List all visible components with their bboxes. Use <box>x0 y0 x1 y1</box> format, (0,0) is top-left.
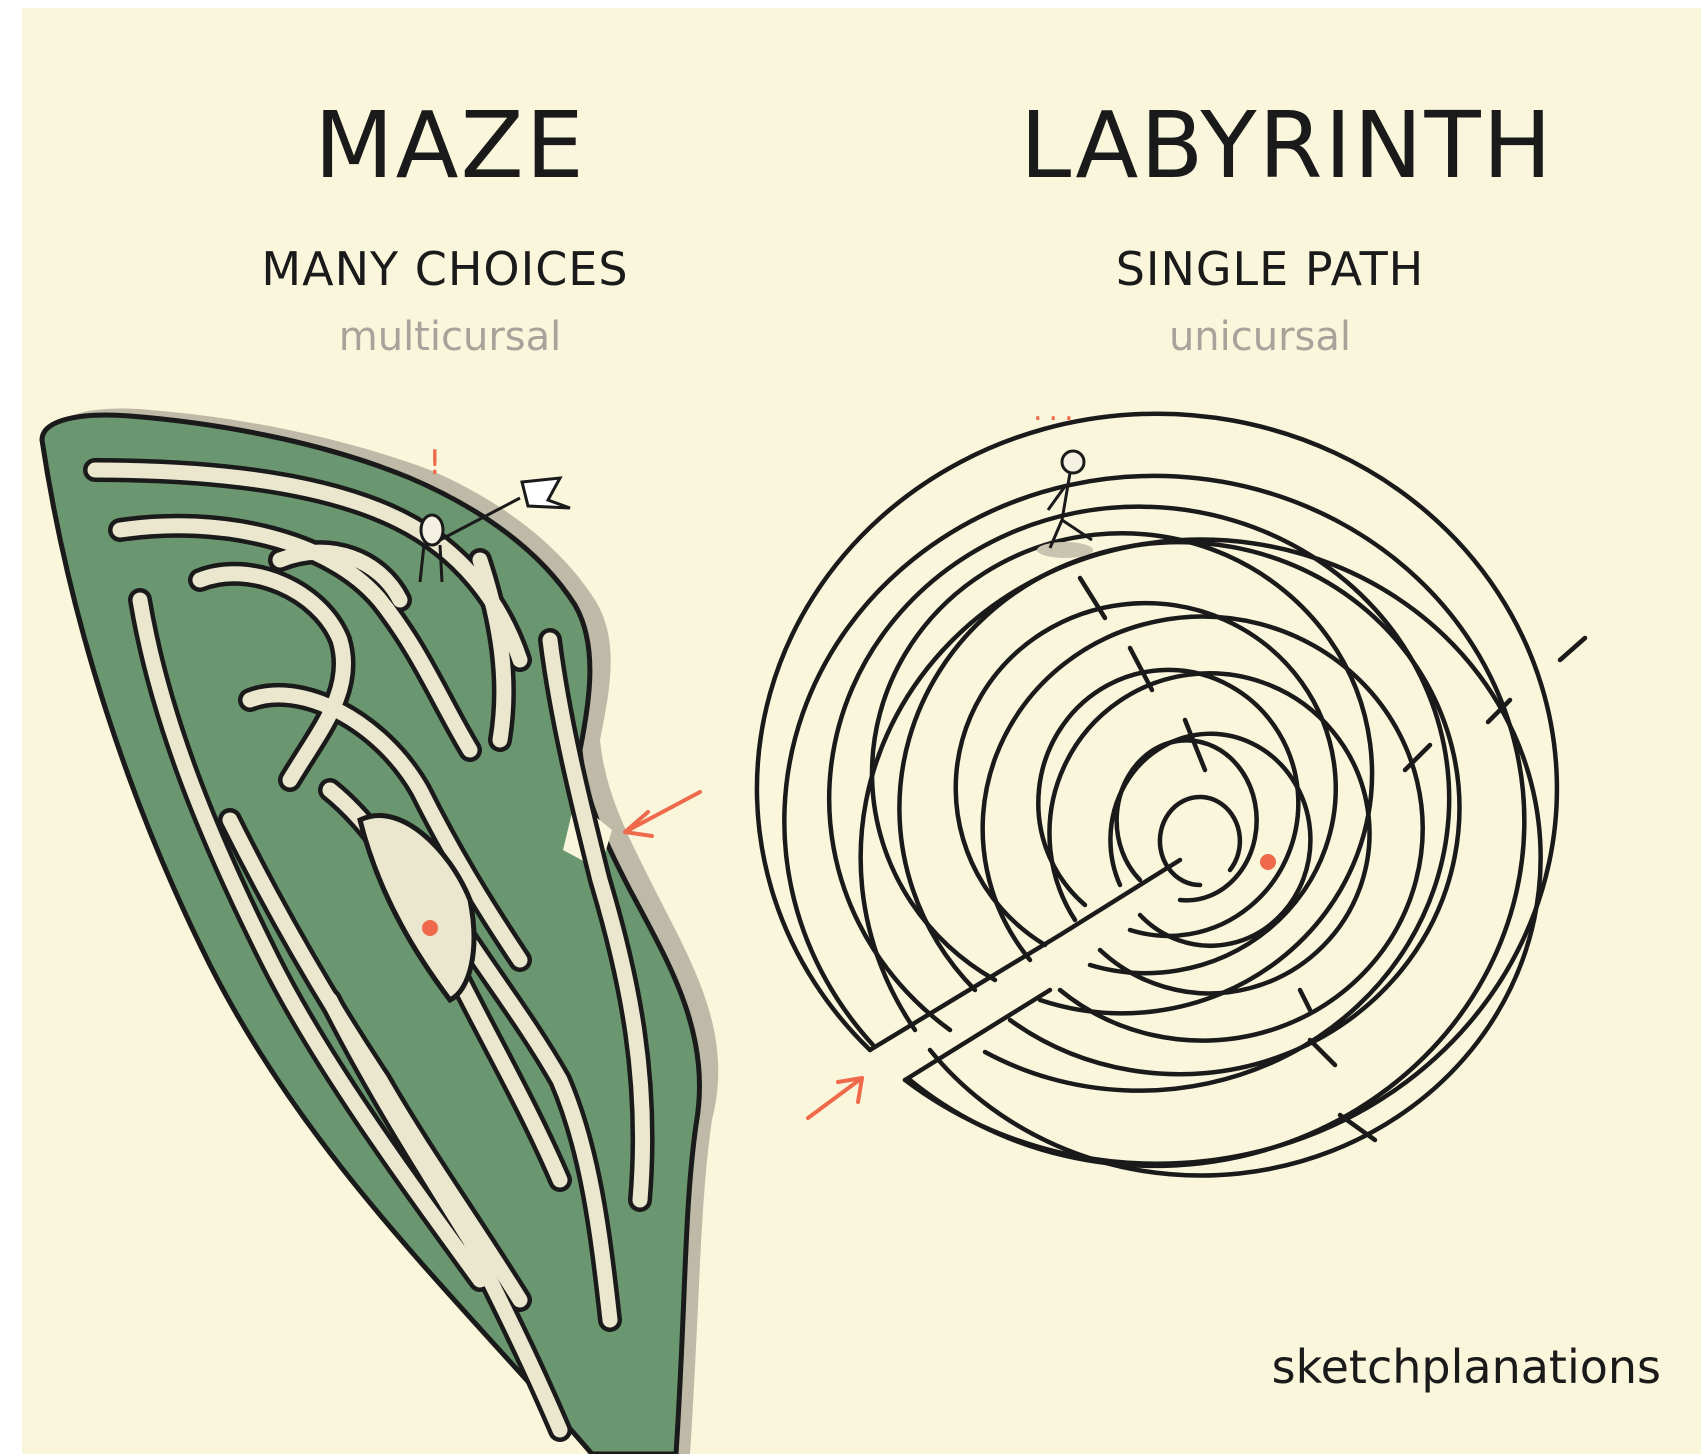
maze-entrance-arrow-icon <box>623 790 702 838</box>
maze-person-icon <box>418 496 521 583</box>
labyrinth-ellipsis: ... <box>1033 393 1080 428</box>
flag-icon <box>520 476 571 510</box>
labyrinth-outer-wall <box>754 411 1560 1166</box>
labyrinth-illustration <box>754 411 1588 1178</box>
credit-signature: sketchplanations <box>1271 1340 1661 1394</box>
labyrinth-center-dot <box>1260 854 1276 870</box>
labyrinth-term: unicursal <box>1168 314 1352 360</box>
maze-illustration: ! <box>39 408 719 1454</box>
labyrinth-title: LABYRINTH <box>1020 92 1554 199</box>
maze-title: MAZE <box>314 92 586 199</box>
maze-term: multicursal <box>338 314 562 360</box>
labyrinth-person-icon <box>1037 449 1093 558</box>
maze-subtitle: MANY CHOICES <box>261 242 629 296</box>
labyrinth-subtitle: SINGLE PATH <box>1115 242 1425 296</box>
maze-paths <box>87 462 651 1438</box>
maze-hedge <box>39 412 702 1454</box>
labyrinth-entrance-arrow-icon <box>806 1076 864 1120</box>
maze-goal-dot <box>422 920 438 936</box>
maze-exclaim: ! <box>428 443 442 483</box>
maze-center-clearing <box>357 813 477 1004</box>
